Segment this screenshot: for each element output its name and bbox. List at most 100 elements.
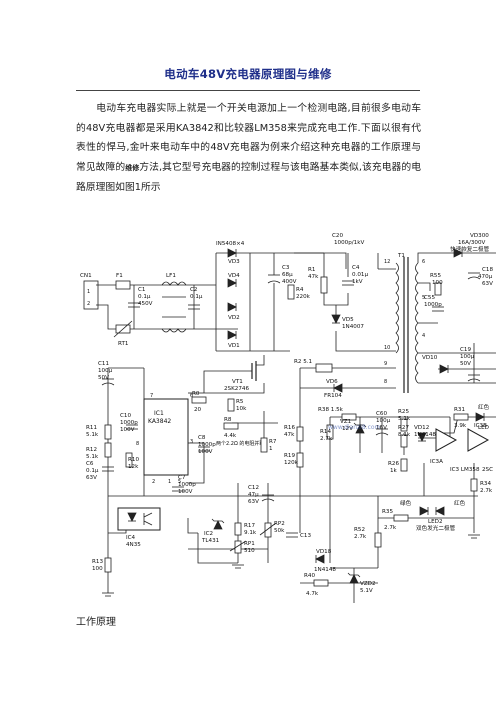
r0-value: 20 [194, 407, 202, 413]
c2-label: C2 [190, 287, 197, 293]
r13-value: 100 [92, 566, 103, 572]
led2-red-diode [435, 506, 445, 516]
c8-voltage: 100V [198, 449, 213, 455]
title-divider [76, 90, 420, 91]
ic1-pin-8: 8 [136, 441, 139, 447]
r34-value: 2.7k [480, 488, 493, 494]
r19-resistor [296, 452, 304, 468]
r17-label: R17 [244, 523, 255, 529]
r52-label: R52 [354, 527, 365, 533]
vz1-zener [353, 422, 367, 434]
schematic-svg: 1 2 CN1 F1 RT1 C1 0.1μ 450V LF1 C2 0.1μ … [80, 233, 496, 603]
article-title: 电动车48V充电器原理图与维修 [164, 67, 332, 81]
c8-label: C8 [198, 435, 206, 441]
r12-label: R12 [86, 447, 97, 453]
vd18-label: VD18 [316, 549, 332, 555]
r14-resistor [326, 424, 334, 440]
ic1-pin-1: 1 [168, 479, 171, 485]
c55-label: C55 [424, 295, 435, 301]
c11-capacitor [101, 378, 115, 386]
rt1-label: RT1 [118, 341, 129, 347]
output-section: VD300 16A/300V 快速恢复二极管 R55 100 C55 1000p… [422, 233, 493, 382]
vd300-diode [453, 248, 463, 258]
ic1-pin-7: 7 [150, 393, 153, 399]
r14-label: R14 [320, 429, 331, 435]
rp2-value: 50k [274, 528, 285, 534]
vd3-label: VD3 [228, 259, 240, 265]
c3-capacitor [267, 274, 281, 284]
c19-voltage: 50V [460, 361, 471, 367]
ic2-label: IC2 [204, 531, 213, 537]
r2-resistor [315, 363, 333, 373]
c10-value: 1000p [120, 420, 138, 426]
c11-voltage: 50V [98, 375, 109, 381]
r14-value: 2.7k [320, 436, 333, 442]
input-section: 1 2 CN1 F1 RT1 C1 0.1μ 450V LF1 C2 0.1μ [80, 273, 203, 347]
r55-label: R55 [430, 273, 441, 279]
r4-value: 220k [296, 294, 311, 300]
ic1-pin-6: 6 [190, 393, 193, 399]
vd6-diode [333, 383, 343, 393]
r17-value: 9.1k [244, 530, 257, 536]
r55-resistor [434, 282, 442, 296]
r17-resistor [234, 522, 242, 536]
r4-label: R4 [296, 287, 304, 293]
rp1-label: RP1 [244, 541, 255, 547]
c10-capacitor [126, 424, 138, 430]
r5-label: R5 [236, 399, 244, 405]
c19-label: C19 [460, 347, 471, 353]
ic3-part: IC3 LM358 [450, 467, 480, 473]
vd10-label: VD10 [422, 355, 438, 361]
c19-capacitor [467, 374, 481, 382]
r16-resistor [296, 426, 304, 442]
r27-resistor [400, 434, 408, 448]
c20-value: 1000p/1kV [334, 240, 364, 246]
c18-label: C18 [482, 267, 493, 273]
rp2-label: RP2 [274, 521, 285, 527]
vzd2-value: 5.1V [360, 588, 373, 594]
c8-value: 1000p [198, 442, 216, 448]
vd4-diode [227, 278, 237, 288]
r8-value: 4.4k [224, 433, 237, 439]
vd4-label: VD4 [228, 273, 240, 279]
c18-capacitor [467, 272, 481, 280]
f1-label: F1 [116, 273, 123, 279]
c3-label: C3 [282, 265, 290, 271]
r52-resistor [374, 532, 382, 548]
c12-capacitor [261, 494, 275, 502]
c1-voltage: 450V [138, 301, 153, 307]
r40-value: 4.7k [306, 591, 319, 597]
r35-value: 2.7k [384, 525, 397, 531]
c3-value: 68μ [282, 272, 293, 278]
ic2-part: TL431 [201, 538, 220, 544]
c60-voltage: 16V [376, 425, 387, 431]
r5-value: 10k [236, 406, 247, 412]
vd12-diode [417, 432, 427, 442]
paragraph-text-1: 电动车充电器实际上就是一个开关电源加上一个检测电路,目前很多电动车的48V充电器… [76, 103, 421, 173]
lf1-choke [161, 281, 187, 333]
section-heading: 工作原理 [76, 617, 116, 628]
paragraph-link-repair[interactable]: 维修 [125, 163, 140, 172]
led1-label: LED [478, 425, 489, 431]
pin-4: 4 [422, 333, 425, 339]
r55-value: 100 [432, 280, 443, 286]
r38-resistor [341, 413, 357, 421]
vd2-label: VD2 [228, 315, 240, 321]
ic1-pin-3: 3 [190, 439, 193, 445]
led2-green-diode [419, 506, 429, 516]
vt1-part: 2SK2746 [224, 386, 249, 392]
c10-voltage: 100V [120, 427, 135, 433]
c7-voltage: 100V [178, 489, 193, 495]
vd6-part: FR104 [324, 393, 342, 399]
r8-resistor [223, 422, 239, 430]
ic1-part: KA3842 [148, 418, 171, 425]
c12-voltage: 63V [248, 499, 259, 505]
c6-label: C6 [86, 461, 94, 467]
r1-value: 47k [308, 274, 319, 280]
pin-5: 5 [422, 295, 425, 301]
vd300-label: VD300 [470, 233, 489, 239]
r10-resistor [125, 452, 133, 468]
vd2-diode [227, 302, 237, 312]
vd300-type: 快速恢复二极管 [450, 245, 490, 253]
vd5-value: 1N4007 [342, 324, 364, 330]
